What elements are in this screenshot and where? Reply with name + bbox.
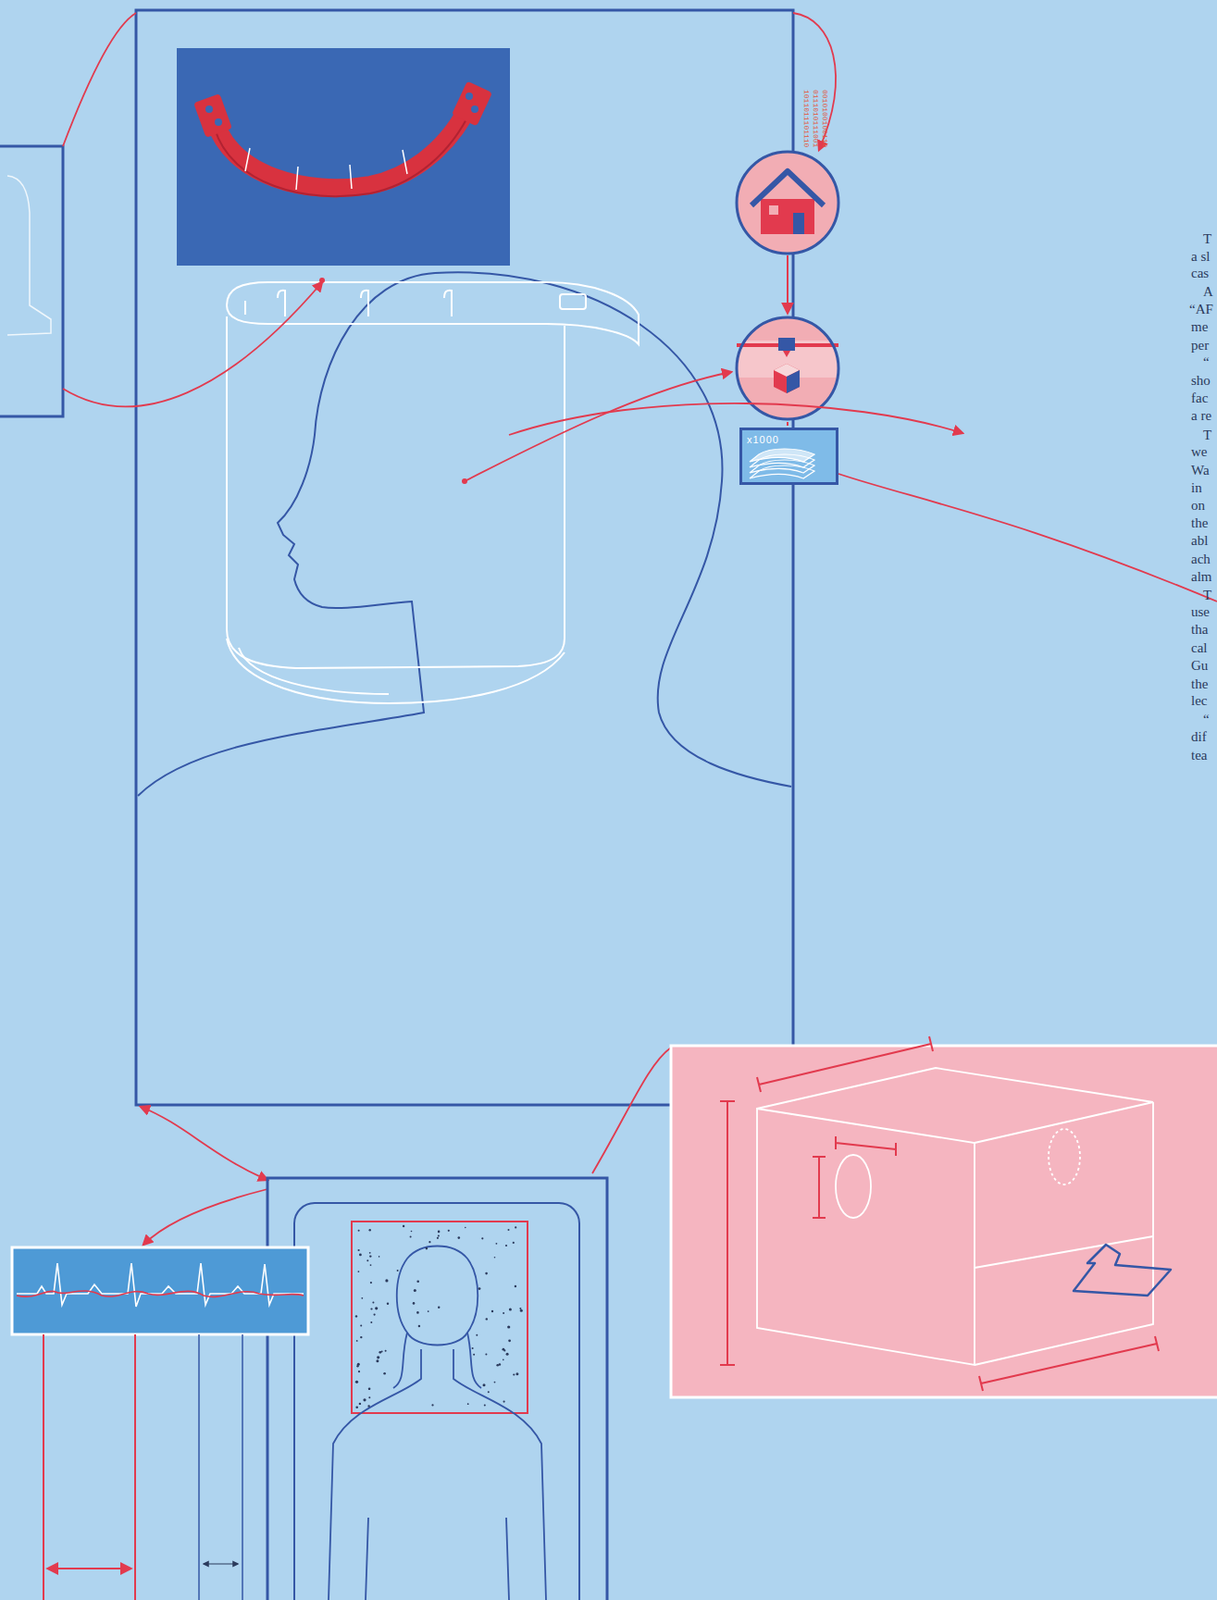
article-text: alm	[1191, 568, 1213, 585]
main-frame	[136, 10, 794, 1106]
ecg-strip	[12, 1247, 309, 1600]
article-text: Wa	[1191, 461, 1210, 479]
article-text: the	[1191, 514, 1208, 532]
counter-box: x1000	[739, 427, 839, 485]
article-text: “	[1203, 710, 1210, 728]
article-text: cal	[1191, 639, 1207, 657]
scanner-screen	[267, 1178, 608, 1600]
article-text: dif	[1191, 728, 1207, 746]
article-text: cas	[1191, 264, 1209, 282]
article-text: fac	[1191, 389, 1208, 407]
article-text: we	[1191, 443, 1208, 460]
article-text: “	[1203, 353, 1210, 371]
article-text: T	[1203, 586, 1212, 604]
binary-code: 0010100100110	[820, 89, 830, 148]
article-text: sho	[1191, 372, 1211, 389]
article-text: T	[1203, 426, 1212, 444]
article-text: lec	[1191, 692, 1207, 709]
article-text: me	[1191, 318, 1208, 336]
binary-code: 1011011101110	[802, 89, 811, 148]
headband-inset	[176, 48, 510, 266]
binary-code: 0111010111001	[811, 89, 820, 148]
article-text: a re	[1191, 407, 1212, 424]
article-text: “AF	[1189, 300, 1214, 318]
article-text: in	[1191, 479, 1203, 497]
face-shield	[226, 282, 639, 704]
flow-arrow	[786, 255, 789, 313]
article-text: per	[1191, 336, 1209, 354]
article-text: ach	[1191, 550, 1211, 568]
article-text: Gu	[1191, 657, 1208, 674]
side-panel	[0, 146, 63, 417]
article-text: use	[1191, 603, 1210, 621]
count-label: x1000	[742, 431, 784, 448]
article-text: T	[1203, 230, 1212, 248]
article-text: the	[1191, 675, 1208, 693]
head-outline	[137, 272, 792, 796]
enclosure-drawing	[670, 1036, 1217, 1398]
article-text: tea	[1191, 746, 1207, 764]
article-text: a sl	[1191, 248, 1210, 265]
article-text: tha	[1191, 620, 1208, 638]
article-text: on	[1191, 496, 1205, 514]
article-text: abl	[1191, 532, 1208, 549]
house-icon	[736, 151, 839, 254]
flow-arrow	[786, 422, 789, 426]
article-text: A	[1203, 283, 1214, 300]
